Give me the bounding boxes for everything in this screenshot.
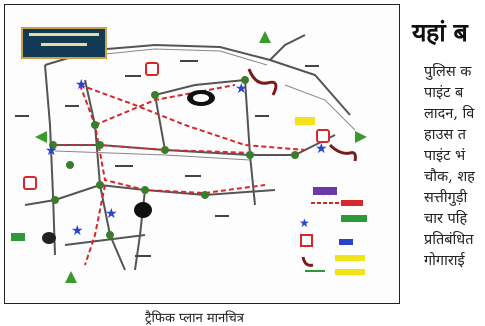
article-line: गोगाराई — [424, 253, 465, 269]
article-line: पाइंट ब — [424, 85, 464, 101]
article-line: चार पहि — [424, 211, 468, 227]
svg-text:★: ★ — [45, 143, 58, 159]
svg-text:★: ★ — [299, 216, 310, 230]
svg-text:★: ★ — [235, 81, 248, 97]
article-line: हाउस त — [424, 127, 467, 143]
article-headline: यहां ब — [412, 18, 468, 47]
article-line: पाइंट भं — [424, 148, 466, 164]
svg-text:★: ★ — [105, 206, 118, 222]
article-line: लादन, वि — [424, 106, 475, 122]
article-line: पुलिस क — [424, 64, 472, 80]
traffic-map: ★ ★ ★ ★ ★ ★ — [4, 4, 400, 304]
article-line: चौक, शह — [424, 169, 475, 185]
svg-text:★: ★ — [75, 77, 88, 93]
article-line: प्रतिबंधित — [424, 232, 474, 248]
svg-text:★: ★ — [315, 141, 328, 157]
article-column: यहां ब पुलिस क पाइंट ब लादन, वि हाउस त प… — [404, 0, 485, 323]
article-line: सत्तीगुड़ी — [424, 190, 468, 206]
map-title-box — [21, 27, 107, 59]
svg-text:★: ★ — [71, 223, 84, 239]
map-caption: ट्रैफिक प्लान मानचित्र — [145, 311, 244, 326]
traffic-map-drawing: ★ ★ ★ ★ ★ ★ — [11, 31, 367, 283]
